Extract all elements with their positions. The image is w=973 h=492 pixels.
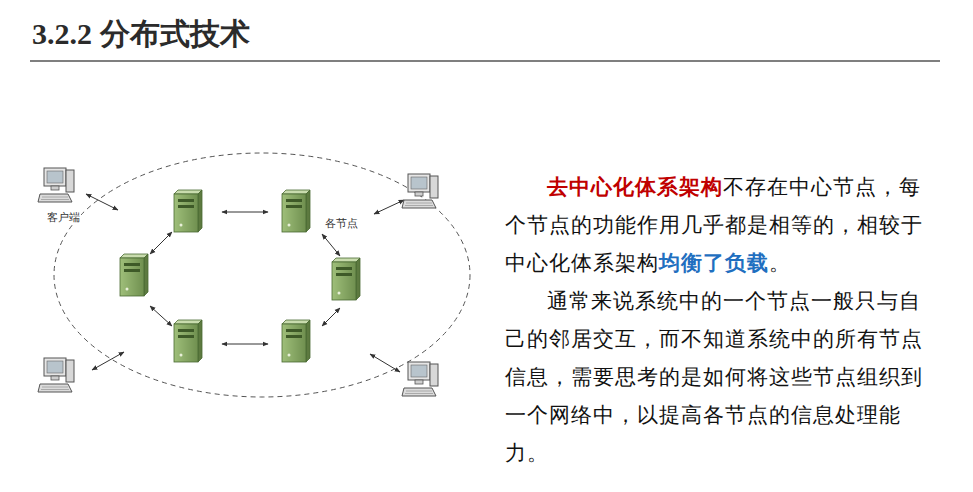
text-panel: 去中心化体系架构不存在中心节点，每个节点的功能作用几乎都是相等的，相较于中心化体… xyxy=(505,168,935,472)
cluster-boundary xyxy=(54,153,470,397)
client-label: 客户端 xyxy=(46,210,81,225)
highlight-term: 去中心化体系架构 xyxy=(547,175,723,199)
title-rule xyxy=(30,60,940,62)
clients xyxy=(38,168,438,396)
slide-title: 3.2.2 分布式技术 xyxy=(32,14,250,55)
paragraph: 去中心化体系架构不存在中心节点，每个节点的功能作用几乎都是相等的，相较于中心化体… xyxy=(505,168,935,282)
body-text: 。 xyxy=(769,251,791,275)
arrows xyxy=(86,194,404,372)
paragraph: 通常来说系统中的一个节点一般只与自己的邻居交互，而不知道系统中的所有节点信息，需… xyxy=(505,282,935,472)
servers xyxy=(120,190,360,362)
node-label: 各节点 xyxy=(324,216,359,231)
highlight-term: 均衡了负载 xyxy=(659,251,769,275)
